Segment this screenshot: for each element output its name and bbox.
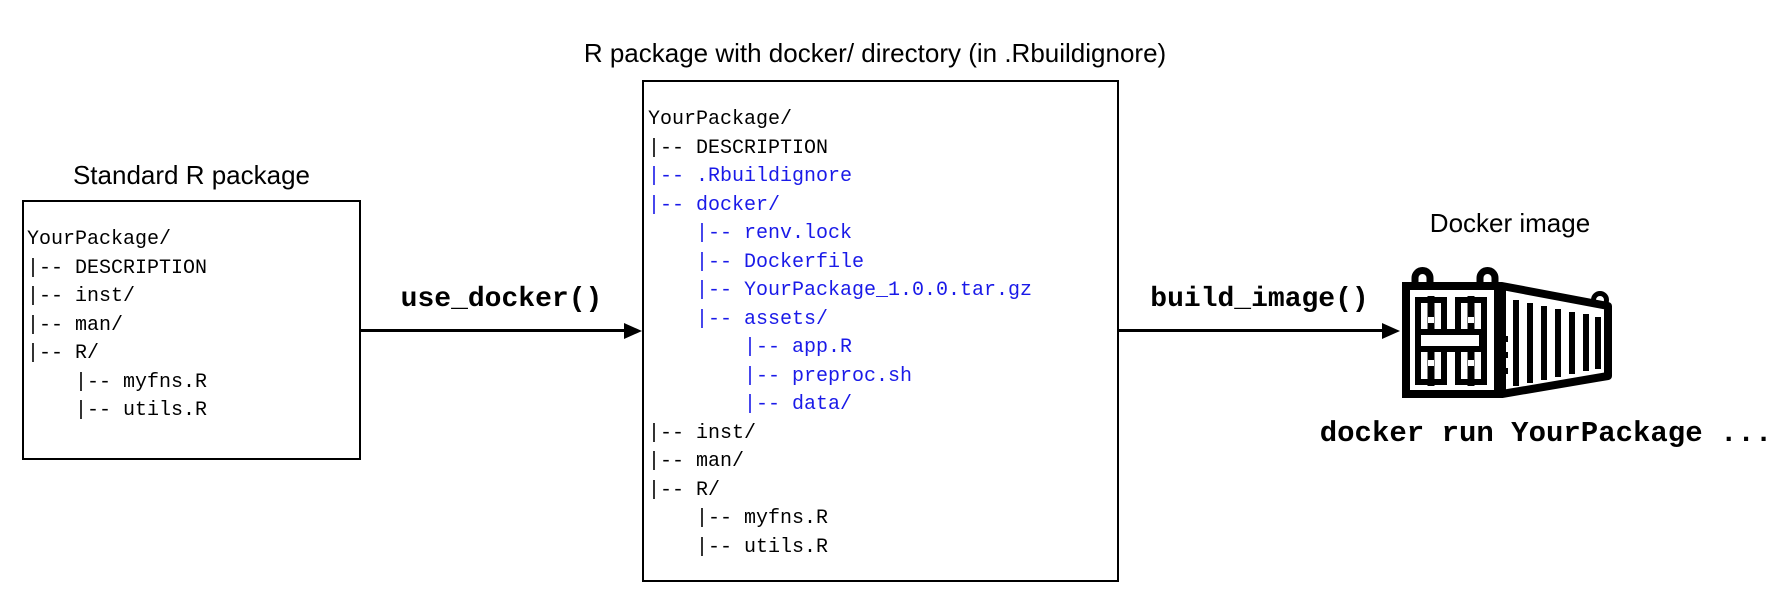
- shipping-container-icon: [1402, 262, 1618, 398]
- use-docker-label: use_docker(): [400, 284, 603, 315]
- tree-line: |-- DESCRIPTION: [648, 136, 829, 160]
- use-docker-arrowhead-icon: [624, 323, 642, 339]
- tree-line: |-- R/: [648, 478, 721, 502]
- docker-package-box: YourPackage/ |-- DESCRIPTION |-- .Rbuildig…: [642, 80, 1119, 582]
- tree-line-highlighted: |-- data/: [648, 393, 853, 416]
- tree-line-highlighted: |-- docker/: [648, 193, 781, 217]
- tree-line: |-- inst/: [27, 285, 136, 308]
- docker-run-command: docker run YourPackage ...: [1319, 417, 1773, 450]
- tree-line: |-- myfns.R: [27, 370, 208, 394]
- tree-line: YourPackage/: [27, 228, 172, 251]
- standard-package-tree: YourPackage/ |-- DESCRIPTION |-- inst/ |-- …: [27, 226, 356, 426]
- tree-line: |-- utils.R: [27, 399, 208, 422]
- tree-line-highlighted: |-- YourPackage_1.0.0.tar.gz: [648, 279, 1033, 302]
- standard-package-box: YourPackage/ |-- DESCRIPTION |-- inst/ |-- …: [22, 200, 361, 460]
- tree-line-highlighted: |-- .Rbuildignore: [648, 165, 853, 188]
- tree-line: |-- DESCRIPTION: [27, 256, 208, 280]
- tree-line-highlighted: |-- app.R: [648, 336, 853, 359]
- tree-line: |-- man/: [27, 313, 124, 337]
- build-image-label: build_image(): [1150, 284, 1369, 315]
- tree-line-highlighted: |-- renv.lock: [648, 222, 853, 245]
- tree-line-highlighted: |-- assets/: [648, 307, 829, 331]
- tree-line: |-- myfns.R: [648, 507, 829, 530]
- build-image-arrowhead-icon: [1382, 323, 1400, 339]
- docker-image-title: Docker image: [1429, 208, 1591, 238]
- tree-line: |-- inst/: [648, 421, 757, 445]
- tree-line: |-- utils.R: [648, 535, 829, 559]
- use-docker-arrow: [361, 329, 624, 332]
- tree-line: YourPackage/: [648, 108, 793, 131]
- tree-line: |-- R/: [27, 342, 100, 365]
- standard-package-title: Standard R package: [72, 160, 311, 190]
- build-image-arrow: [1119, 329, 1382, 332]
- docker-package-tree: YourPackage/ |-- DESCRIPTION |-- .Rbuildig…: [648, 106, 1113, 562]
- tree-line-highlighted: |-- preproc.sh: [648, 364, 913, 388]
- docker-package-title: R package with docker/ directory (in .Rb…: [583, 38, 1167, 68]
- tree-line: |-- man/: [648, 450, 745, 473]
- tree-line-highlighted: |-- Dockerfile: [648, 250, 865, 274]
